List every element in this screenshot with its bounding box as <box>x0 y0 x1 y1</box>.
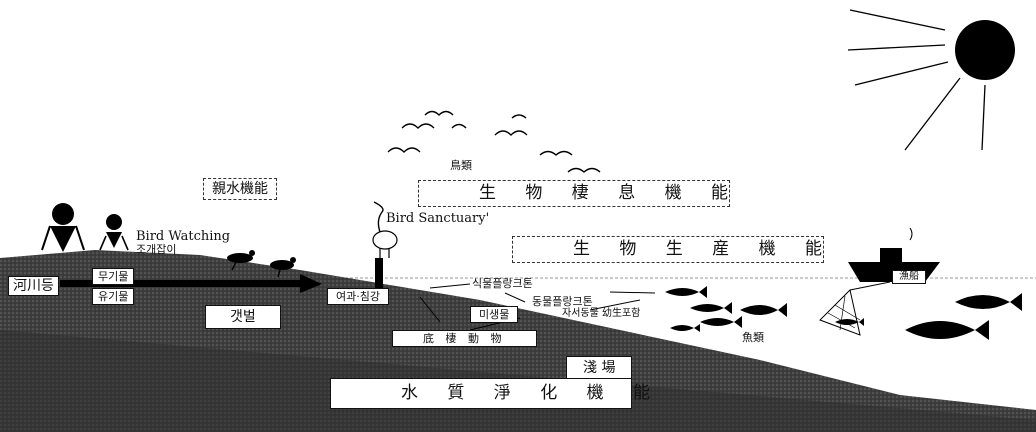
person-child-icon <box>99 214 129 251</box>
zooplankton-note-label: 자서동물 幼生포함 <box>562 308 641 319</box>
flying-birds-icon <box>387 110 601 173</box>
water-purification-function-label: 水 質 淨 化 機 能 <box>330 378 650 409</box>
fish-icon <box>665 286 1022 340</box>
bird-sanctuary-label: Bird Sanctuary' <box>386 211 490 226</box>
inorganic-label: 무기물 <box>92 268 135 285</box>
tidal-flat-label: 갯벌 <box>205 305 281 329</box>
rivers-label: 河川등 <box>8 276 59 296</box>
sun-icon <box>847 9 1015 151</box>
river-flow-arrow <box>60 274 322 293</box>
zooplankton-label: 동물플랑크톤 <box>532 295 593 308</box>
shorebirds-icon <box>227 250 296 278</box>
water-affinity-function-label: 親水機能 <box>203 178 277 200</box>
microorganisms-label: 미생물 <box>470 306 519 323</box>
benthos-label: 底 棲 動 物 <box>392 330 537 347</box>
shallows-label: 淺 場 <box>566 356 633 380</box>
production-function-label: 生 物 生 産 機 能 <box>512 236 824 263</box>
heron-icon <box>372 201 398 288</box>
fish-label: 魚類 <box>742 331 764 344</box>
organic-label: 유기물 <box>92 288 135 305</box>
phytoplankton-label: 식물플랑크톤 <box>472 277 533 290</box>
filtration-settling-label: 여과·침강 <box>327 288 389 305</box>
person-adult-icon <box>41 203 85 252</box>
bird-watching-label: Bird Watching <box>136 229 231 244</box>
fishing-boat-label: 漁船 <box>892 270 926 284</box>
habitat-function-label: 生 物 棲 息 機 能 <box>418 180 730 207</box>
birds-label: 鳥類 <box>450 159 472 172</box>
clam-digging-label: 조개잡이 <box>136 243 177 256</box>
